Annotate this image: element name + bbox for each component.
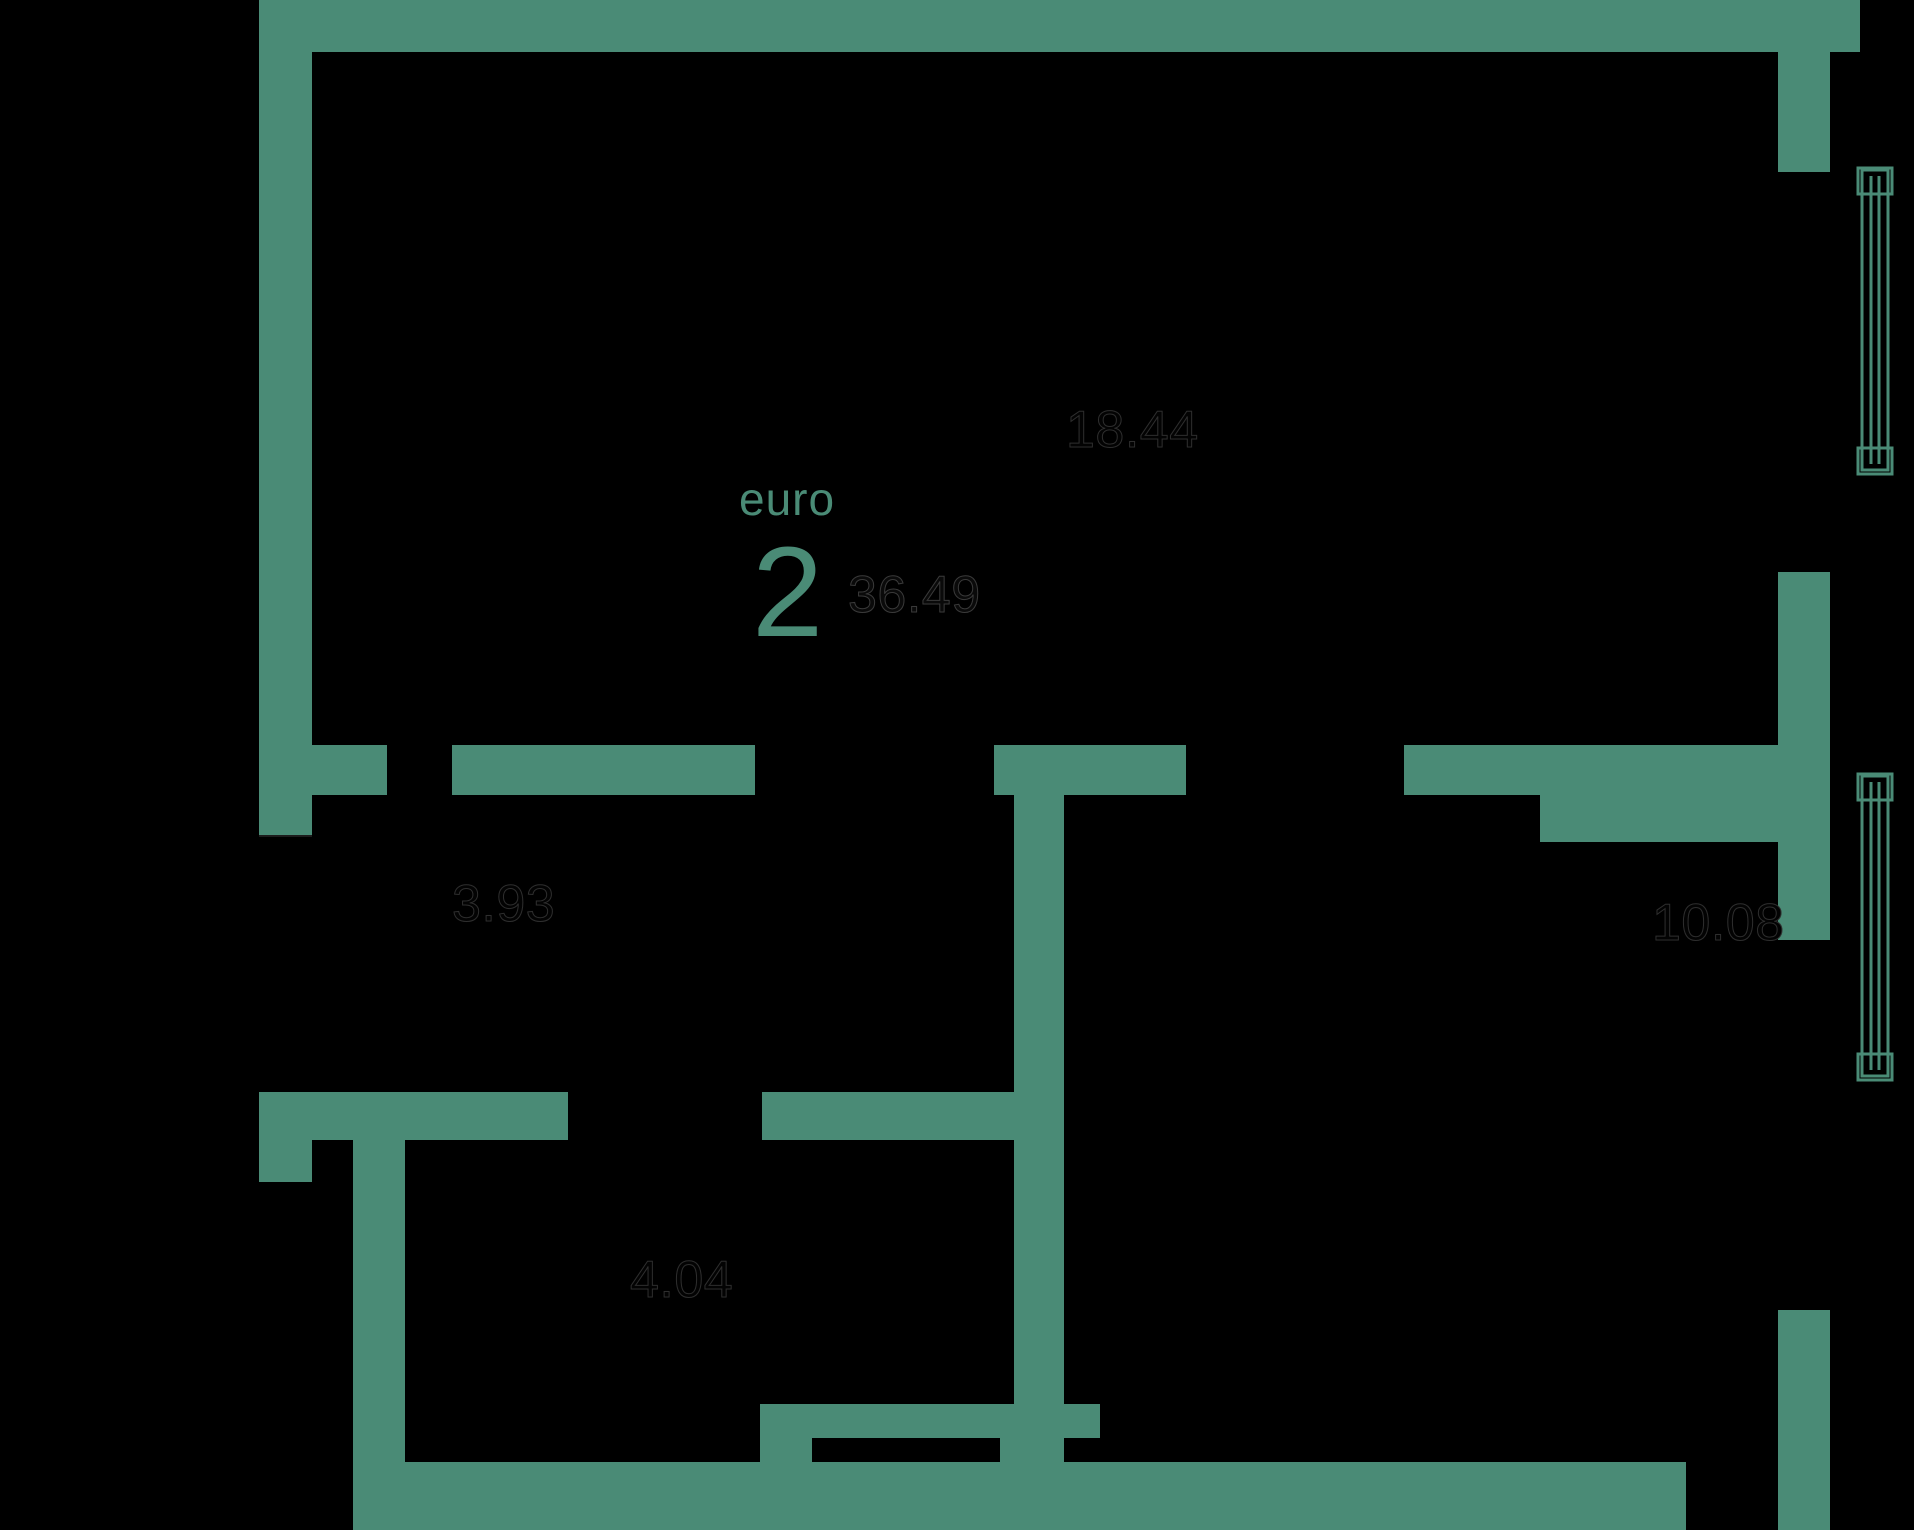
wall-exterior-right-upper bbox=[1778, 0, 1830, 172]
wall-interior-living-right-2 bbox=[1404, 745, 1782, 795]
wall-interior-hall-bath bbox=[259, 1092, 568, 1140]
wall-exterior-top bbox=[259, 0, 1830, 52]
window-upper-right bbox=[1856, 166, 1894, 476]
wall-exterior-right-lower bbox=[1778, 1310, 1830, 1530]
wall-interior-bath-left-vertical bbox=[353, 1092, 405, 1462]
wall-interior-hall-bath-2 bbox=[762, 1092, 1024, 1140]
window-lower-right bbox=[1856, 772, 1894, 1082]
wall-interior-living-left-2 bbox=[452, 745, 755, 795]
wall-balcony-right-stub bbox=[1000, 1404, 1064, 1530]
window-group bbox=[1856, 166, 1894, 1082]
wall-interior-living-right-3 bbox=[1540, 795, 1782, 842]
wall-exterior-left-upper bbox=[259, 0, 312, 836]
wall-exterior-right-middle bbox=[1778, 572, 1830, 940]
wall-exterior-right-corner-notch bbox=[1830, 0, 1860, 52]
wall-interior-living-left bbox=[312, 745, 387, 795]
wall-group-interior bbox=[259, 745, 1782, 1530]
